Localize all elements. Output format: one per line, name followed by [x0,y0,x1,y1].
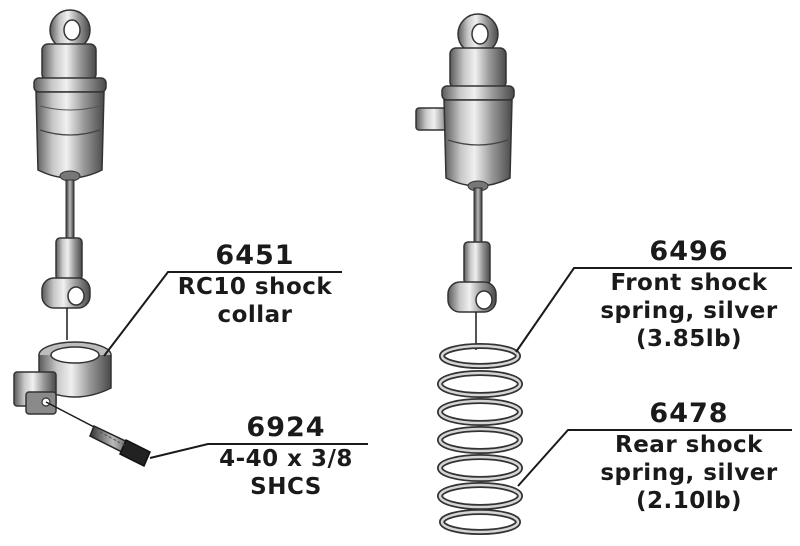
right-shock [415,13,515,350]
description-6478-line2: spring, silver [600,459,778,486]
part-number-6451: 6451 [215,240,295,271]
description-6451-line1: RC10 shock [177,273,333,300]
callout-6496: 6496 Front shock spring, silver (3.85lb) [582,236,796,353]
description-6478-line3: (2.10lb) [635,488,743,515]
part-number-6496: 6496 [649,236,729,267]
callout-6478: 6478 Rear shock spring, silver (2.10lb) [582,398,796,515]
shcs-screw-part [45,401,151,468]
description-6496-line2: spring, silver [600,297,778,324]
shock-collar-part [13,341,112,415]
description-6451-line2: collar [217,301,293,328]
callout-6924: 6924 4-40 x 3/8 SHCS [196,412,376,501]
shock-spring-part [437,343,523,535]
part-number-6924: 6924 [246,412,326,443]
leader-lines [103,267,792,487]
description-6924-line2: SHCS [250,473,322,500]
description-6478-line1: Rear shock [615,431,763,458]
leader-6478 [517,429,792,487]
description-6924-line1: 4-40 x 3/8 [219,445,353,472]
description-6496-line3: (3.85lb) [635,326,743,353]
leader-6496 [515,267,792,353]
description-6496-line1: Front shock [610,269,768,296]
left-shock-shaft [65,179,75,241]
left-shock [33,9,107,340]
leader-6451 [103,271,342,357]
left-shock-rod-end [55,237,83,281]
left-shock-cap [41,43,97,81]
callout-6451: 6451 RC10 shock collar [160,240,350,329]
part-number-6478: 6478 [649,398,729,429]
leader-6924 [149,443,368,459]
